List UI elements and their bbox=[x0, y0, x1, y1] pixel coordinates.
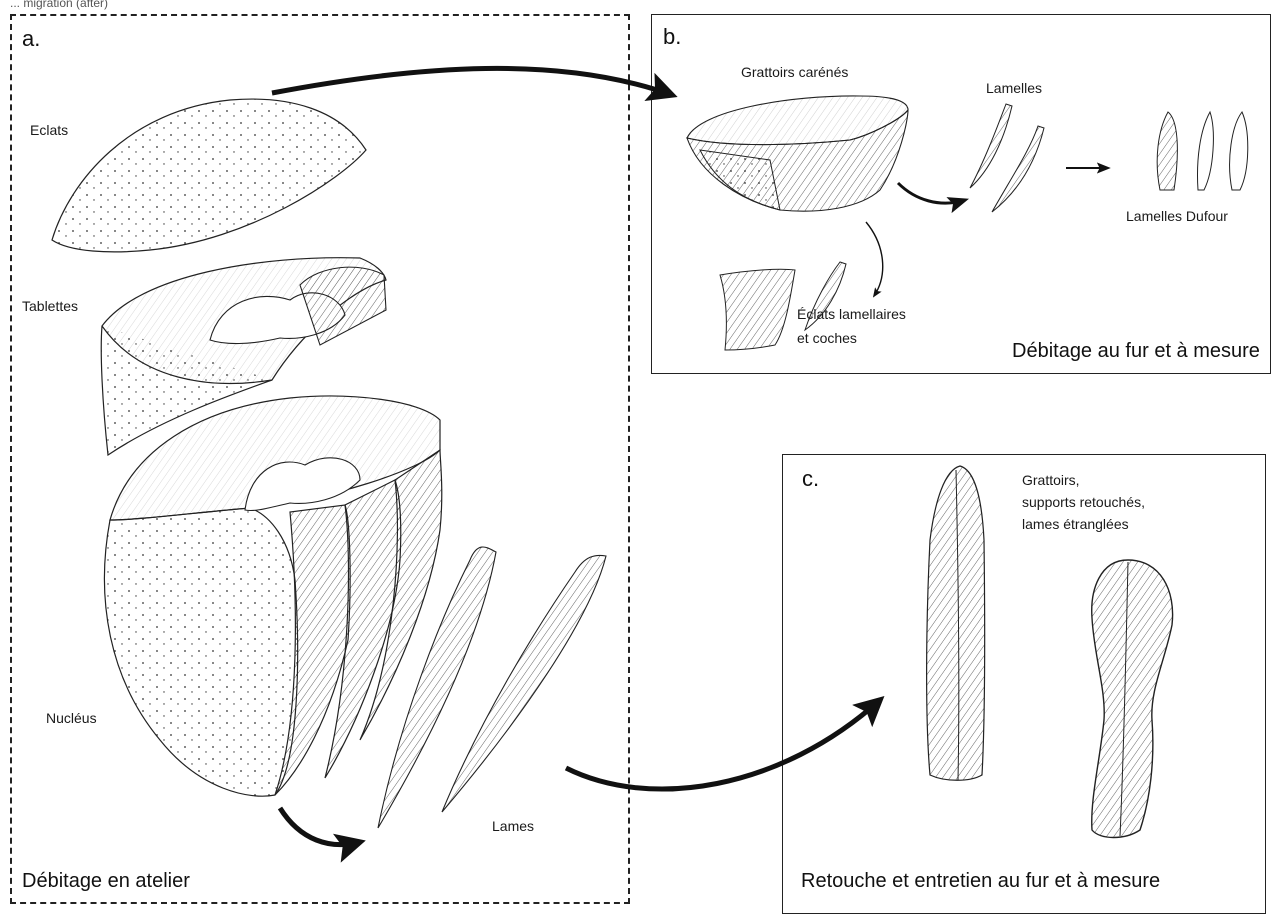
label-nucleus: Nucléus bbox=[46, 710, 97, 726]
arrow-a-to-b bbox=[272, 68, 672, 95]
panel-b-caption: Débitage au fur et à mesure bbox=[1012, 340, 1260, 363]
lame-etranglee-drawing bbox=[1092, 560, 1173, 838]
panel-a-caption: Débitage en atelier bbox=[22, 870, 190, 893]
arrow-grattoir-to-eclats bbox=[866, 222, 883, 296]
label-supports-retouches: supports retouchés, bbox=[1022, 494, 1145, 510]
label-eclats-lamellaires: Éclats lamellaires bbox=[797, 306, 906, 322]
arrow-nucleus-to-lames bbox=[280, 808, 360, 845]
lamelles-dufour-drawing bbox=[1157, 112, 1248, 190]
label-lames-etranglees: lames étranglées bbox=[1022, 516, 1129, 532]
nucleus-drawing bbox=[104, 396, 441, 796]
panel-c-letter: c. bbox=[802, 466, 819, 492]
label-grattoirs: Grattoirs, bbox=[1022, 472, 1080, 488]
arrow-grattoir-to-lamelles bbox=[898, 183, 965, 203]
label-lames: Lames bbox=[492, 818, 534, 834]
eclat-drawing bbox=[52, 99, 366, 252]
label-coches: et coches bbox=[797, 330, 857, 346]
label-lamelles: Lamelles bbox=[986, 80, 1042, 96]
panel-c-caption: Retouche et entretien au fur et à mesure bbox=[801, 870, 1160, 893]
panel-a-letter: a. bbox=[22, 26, 40, 52]
label-grattoirs-caren: Grattoirs carénés bbox=[741, 64, 848, 80]
label-tablettes: Tablettes bbox=[22, 298, 78, 314]
lamelles-drawing bbox=[970, 104, 1044, 212]
arrow-a-to-c bbox=[566, 700, 880, 789]
grattoir-c-drawing bbox=[927, 466, 985, 780]
label-eclats: Eclats bbox=[30, 122, 68, 138]
label-lamelles-dufour: Lamelles Dufour bbox=[1126, 208, 1228, 224]
grattoir-carene-drawing bbox=[687, 96, 908, 211]
panel-b-letter: b. bbox=[663, 24, 681, 50]
